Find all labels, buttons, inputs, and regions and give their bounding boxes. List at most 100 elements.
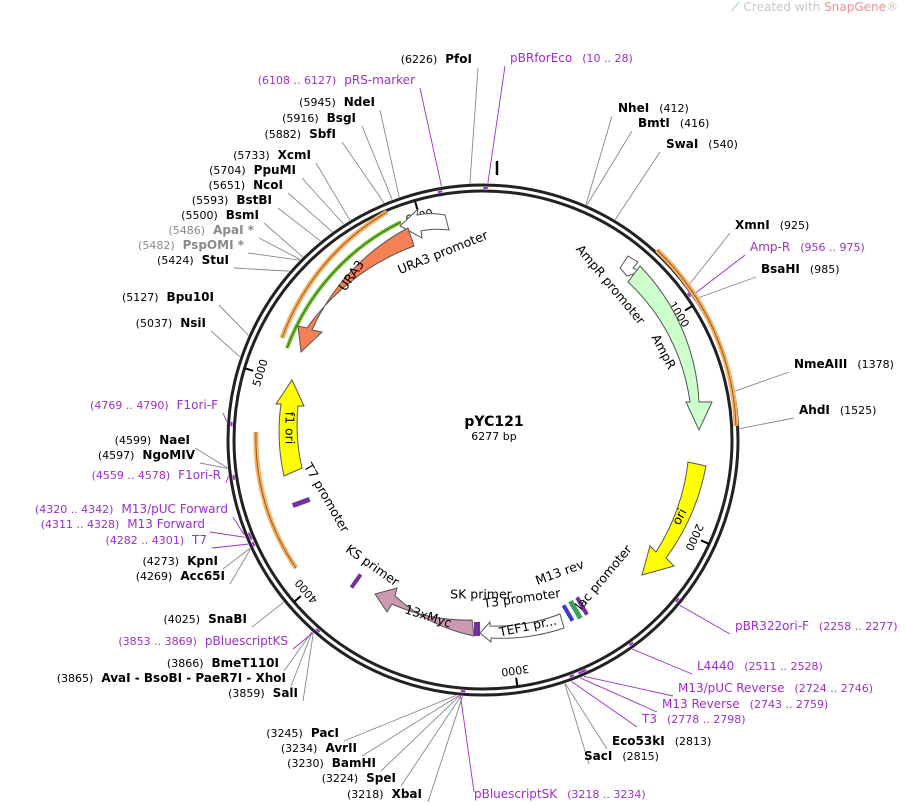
- enzyme-name: KpnI: [187, 554, 218, 568]
- primer-pbr322ori-f[interactable]: pBR322ori-F (2258 .. 2277): [735, 619, 898, 633]
- enzyme-position: (1378): [857, 358, 894, 371]
- enzyme-xmni[interactable]: XmnI(925): [735, 218, 809, 232]
- t7-promoter-mark: [291, 497, 311, 508]
- primer-leader-line: [571, 680, 638, 728]
- enzyme-kpni[interactable]: KpnI(4273): [143, 554, 218, 568]
- enzyme-name: Bpu10I: [167, 290, 214, 304]
- enzyme-ngomiv[interactable]: NgoMIV(4597): [98, 448, 196, 462]
- primer-pbluescriptsk[interactable]: pBluescriptSK(3218 .. 3234): [474, 787, 646, 801]
- enzyme-bmet110i[interactable]: BmeT110I(3866): [167, 656, 279, 670]
- credit-prefix: Created with: [743, 0, 825, 14]
- primer-m13-puc-reverse[interactable]: M13/pUC Reverse(2724 .. 2746): [678, 681, 873, 695]
- backbone-inner: [232, 189, 734, 691]
- enzyme-sali[interactable]: SalI(3859): [228, 686, 298, 700]
- enzyme-snabi[interactable]: SnaBI(4025): [164, 612, 247, 626]
- primer-leader-line: [225, 475, 229, 484]
- primer-name: pBR322ori-F: [735, 619, 809, 633]
- enzyme-position: (5037): [136, 317, 173, 330]
- primer-m13-forward[interactable]: M13 Forward(4311 .. 4328): [41, 517, 205, 531]
- enzyme-name: AvaI - BsoBI - PaeR7I - XhoI: [101, 671, 286, 685]
- enzyme-leader-line: [380, 695, 460, 772]
- enzyme-xcmi[interactable]: XcmI(5733): [233, 148, 311, 162]
- enzyme-apai[interactable]: ApaI *(5486): [169, 223, 255, 237]
- enzyme-ndei[interactable]: NdeI(5945): [299, 95, 375, 109]
- feature-13xmyc: [374, 587, 475, 637]
- enzyme-saci[interactable]: SacI(2815): [584, 749, 659, 763]
- enzyme-name: SwaI: [666, 137, 698, 151]
- primer-leader-line: [419, 87, 442, 187]
- primer-l4440[interactable]: L4440(2511 .. 2528): [697, 659, 823, 673]
- leader-lines: [194, 65, 795, 803]
- snapgene-credit: ⟋Created with SnapGene®: [731, 0, 898, 15]
- enzyme-pspomi[interactable]: PspOMI *(5482): [138, 238, 245, 252]
- primer-site-mark: [569, 674, 575, 678]
- tick-mark: [413, 200, 419, 210]
- primer-range: (2258 .. 2277): [819, 620, 898, 633]
- primer-amp-r[interactable]: Amp-R(956 .. 975): [750, 240, 865, 254]
- primer-t7[interactable]: T7(4282 .. 4301): [105, 533, 207, 547]
- enzyme-position: (5651): [209, 179, 246, 192]
- primer-leader-line: [209, 531, 246, 538]
- enzyme-avai-bsobi-paer7i-xhoi[interactable]: AvaI - BsoBI - PaeR7I - XhoI(3865): [57, 671, 286, 685]
- enzyme-stui[interactable]: StuI(5424): [157, 253, 229, 267]
- enzyme-xbai[interactable]: XbaI(3218): [347, 787, 422, 801]
- enzyme-nhei[interactable]: NheI(412): [618, 101, 689, 115]
- enzyme-leader-line: [586, 130, 633, 206]
- enzyme-bamhi[interactable]: BamHI(3230): [287, 756, 376, 770]
- enzyme-bstbi[interactable]: BstBI(5593): [192, 193, 272, 207]
- enzyme-bpu10i[interactable]: Bpu10I(5127): [122, 290, 214, 304]
- primer-prs-marker[interactable]: pRS-marker(6108 .. 6127): [258, 73, 415, 87]
- enzyme-nsii[interactable]: NsiI(5037): [136, 316, 206, 330]
- enzyme-name: ApaI *: [213, 223, 255, 237]
- enzyme-bsgi[interactable]: BsgI(5916): [282, 111, 356, 125]
- enzyme-pfoi[interactable]: PfoI(6226): [401, 52, 472, 66]
- enzyme-position: (5704): [209, 164, 246, 177]
- enzyme-name: XbaI: [392, 787, 422, 801]
- enzyme-position: (2813): [675, 735, 712, 748]
- enzyme-avrii[interactable]: AvrII(3234): [281, 741, 357, 755]
- enzyme-ncoi[interactable]: NcoI(5651): [209, 178, 283, 192]
- primer-f1ori-f[interactable]: F1ori-F(4769 .. 4790): [90, 398, 218, 412]
- enzyme-position: (1525): [840, 404, 877, 417]
- enzyme-spei[interactable]: SpeI(3224): [322, 771, 396, 785]
- enzyme-position: (5500): [181, 209, 218, 222]
- primer-m13-reverse[interactable]: M13 Reverse(2743 .. 2759): [662, 697, 828, 711]
- enzyme-name: BsaHI: [761, 262, 800, 276]
- feature-label-sk-primer: SK primer: [450, 587, 513, 602]
- enzyme-leader-line: [199, 462, 228, 469]
- primer-pbluescriptks[interactable]: pBluescriptKS(3853 .. 3869): [118, 634, 288, 648]
- primer-leader-line: [292, 632, 314, 650]
- enzyme-name: PfoI: [445, 52, 472, 66]
- feature-label-m13-rev: M13 rev: [533, 556, 586, 588]
- enzyme-ahdi[interactable]: AhdI (1525): [799, 403, 876, 417]
- t3-mark: [561, 604, 575, 622]
- enzyme-paci[interactable]: PacI(3245): [266, 726, 339, 740]
- enzyme-bmti[interactable]: BmtI(416): [638, 116, 709, 130]
- primer-name: pBluescriptKS: [205, 634, 288, 648]
- primer-site-mark: [686, 292, 692, 298]
- enzyme-ppumi[interactable]: PpuMI(5704): [209, 163, 296, 177]
- primer-pbrforeco[interactable]: pBRforEco(10 .. 28): [510, 51, 633, 65]
- primer-t3[interactable]: T3(2778 .. 2798): [641, 712, 746, 726]
- enzyme-leader-line: [469, 67, 479, 184]
- primer-name: L4440: [697, 659, 734, 673]
- enzyme-position: (5882): [265, 128, 302, 141]
- enzyme-name: StuI: [202, 253, 229, 267]
- enzyme-acc65i[interactable]: Acc65I(4269): [136, 569, 225, 583]
- enzyme-leader-line: [247, 252, 300, 261]
- primer-site-mark: [577, 670, 583, 675]
- enzyme-bsahi[interactable]: BsaHI(985): [761, 262, 840, 276]
- enzyme-bsmi[interactable]: BsmI(5500): [181, 208, 259, 222]
- backbone-outer: [226, 183, 740, 697]
- enzyme-position: (5733): [233, 149, 270, 162]
- primer-m13-puc-forward[interactable]: M13/pUC Forward(4320 .. 4342): [35, 502, 228, 516]
- enzyme-swai[interactable]: SwaI(540): [666, 137, 738, 151]
- enzyme-sbfi[interactable]: SbfI(5882): [265, 127, 337, 141]
- enzyme-eco53ki[interactable]: Eco53kI(2813): [612, 734, 711, 748]
- primer-f1ori-r[interactable]: F1ori-R(4559 .. 4578): [92, 468, 221, 482]
- enzyme-leader-line: [400, 695, 462, 787]
- enzyme-name: AhdI: [799, 403, 830, 417]
- enzyme-naei[interactable]: NaeI(4599): [115, 433, 190, 447]
- enzyme-nmeaiii[interactable]: NmeAIII(1378): [794, 357, 894, 371]
